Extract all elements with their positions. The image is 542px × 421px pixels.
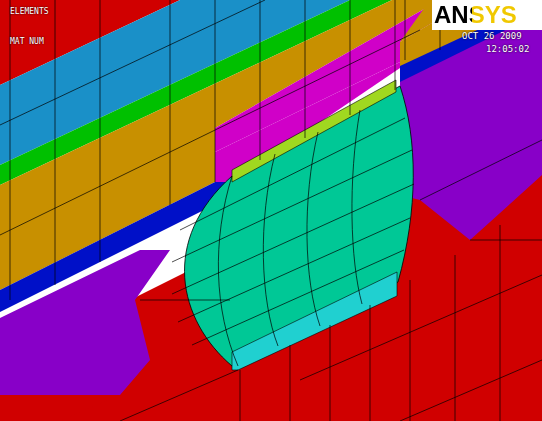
- plot-time: 12:05:02: [486, 45, 529, 55]
- logo: ANSYS: [434, 2, 517, 28]
- plot-date: OCT 26 2009: [462, 32, 522, 42]
- plot-label: ELEMENTS: [10, 8, 49, 17]
- plot-label: MAT NUM: [10, 38, 44, 47]
